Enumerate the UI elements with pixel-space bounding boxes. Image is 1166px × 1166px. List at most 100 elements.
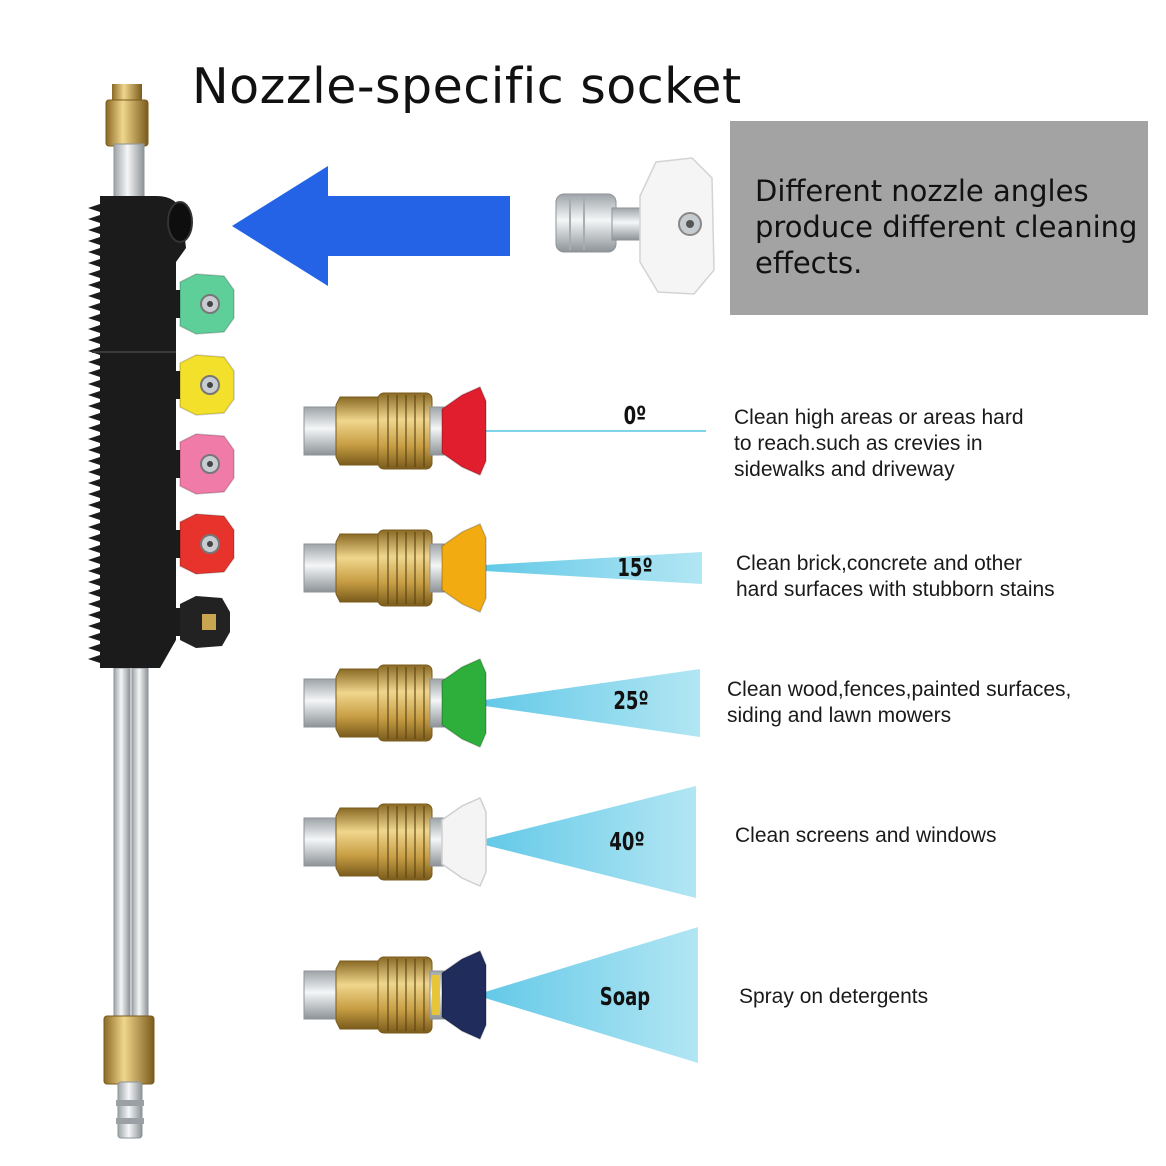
info-text: Different nozzle angles produce differen… [755, 173, 1140, 281]
nozzle-description-40: Clean screens and windows [735, 824, 997, 847]
holder-teeth [88, 204, 100, 663]
holder-tooth [88, 336, 100, 344]
info-line: effects. [755, 246, 863, 280]
nozzle-tip [441, 386, 487, 476]
holder-tooth [88, 622, 100, 630]
holder-tooth [88, 567, 100, 575]
info-line: Different nozzle angles [755, 174, 1089, 208]
holder-tooth [88, 600, 100, 608]
holder-tooth [88, 226, 100, 234]
lance-quick-plug [117, 1081, 143, 1139]
holder-tooth [88, 611, 100, 619]
featured-nozzle [555, 157, 715, 295]
spray-pattern [485, 927, 698, 1063]
holder-tip-hole [207, 541, 213, 547]
nozzle-row-4 [303, 927, 698, 1063]
spray-pattern [485, 552, 702, 584]
nozzle-row-0 [303, 386, 706, 476]
holder-tooth [88, 391, 100, 399]
holder-tooth [88, 259, 100, 267]
holder-tooth [88, 490, 100, 498]
holder-tooth [88, 204, 100, 212]
holder-tooth [88, 369, 100, 377]
angle-label-0: 0º [623, 401, 647, 430]
holder-tooth [88, 325, 100, 333]
holder-nozzle-tips [166, 273, 235, 648]
holder-tooth [88, 303, 100, 311]
nozzle-description-15: Clean brick,concrete and other hard surf… [736, 552, 1055, 601]
holder-tip-hole [207, 461, 213, 467]
holder-tip-soap-insert [202, 614, 216, 630]
holder-tooth [88, 655, 100, 663]
holder-tip-hole [207, 301, 213, 307]
angle-label-soap: Soap [599, 982, 651, 1011]
lance-lower-tube-left [113, 667, 131, 1021]
angle-label-15: 15º [617, 553, 653, 582]
insert-arrow [232, 166, 510, 286]
holder-tip-stem [166, 530, 182, 558]
holder-tooth [88, 270, 100, 278]
holder-tooth [88, 556, 100, 564]
lance-top-thread [112, 84, 142, 102]
holder-tooth [88, 644, 100, 652]
lance-bottom-fitting [103, 1015, 155, 1085]
nozzle-tip [441, 523, 487, 613]
angle-label-40: 40º [609, 827, 645, 856]
page-title: Nozzle-specific socket [192, 58, 742, 115]
spray-pattern [485, 669, 700, 737]
holder-tooth [88, 435, 100, 443]
holder-tooth [88, 545, 100, 553]
nozzle-holder [88, 196, 235, 668]
soap-seal [432, 975, 440, 1015]
brass-nut [335, 668, 385, 738]
lance-lower-tube-right [131, 667, 149, 1021]
holder-tip-stem [166, 450, 182, 478]
holder-tooth [88, 248, 100, 256]
holder-tooth [88, 589, 100, 597]
nozzle-rows [303, 386, 706, 1063]
lance-top-fitting [105, 99, 149, 147]
holder-tooth [88, 479, 100, 487]
holder-tooth [88, 281, 100, 289]
holder-tooth [88, 633, 100, 641]
featured-nozzle-coupler [555, 193, 617, 253]
angle-label-25: 25º [613, 686, 649, 715]
lance-upper-tube [113, 143, 145, 201]
spray-lance [103, 84, 155, 1139]
empty-socket [167, 201, 193, 243]
nozzle-tip [441, 950, 487, 1040]
info-line: produce different cleaning [755, 210, 1138, 244]
nozzle-row-2 [303, 658, 700, 748]
holder-tooth [88, 512, 100, 520]
holder-tooth [88, 292, 100, 300]
nozzle-description-0: Clean high areas or areas hard to reach.… [734, 406, 1024, 481]
brass-nut [335, 960, 385, 1030]
holder-tooth [88, 402, 100, 410]
holder-body [100, 196, 186, 668]
holder-tip-stem [166, 608, 182, 636]
brass-nut [335, 807, 385, 877]
holder-tooth [88, 578, 100, 586]
holder-tooth [88, 358, 100, 366]
holder-tooth [88, 380, 100, 388]
holder-tooth [88, 446, 100, 454]
spray-pattern [485, 786, 696, 898]
holder-tooth [88, 424, 100, 432]
nozzle-tip [441, 797, 487, 887]
holder-tooth [88, 314, 100, 322]
holder-tooth [88, 468, 100, 476]
featured-nozzle-tip [639, 157, 715, 295]
holder-tooth [88, 534, 100, 542]
holder-tooth [88, 501, 100, 509]
brass-nut [335, 533, 385, 603]
holder-tooth [88, 457, 100, 465]
nozzle-description-25: Clean wood,fences,painted surfaces, sidi… [727, 678, 1072, 727]
holder-tip-stem [166, 290, 182, 318]
holder-tooth [88, 237, 100, 245]
nozzle-description-soap: Spray on detergents [739, 985, 929, 1008]
holder-tooth [88, 215, 100, 223]
holder-tip-hole [207, 382, 213, 388]
info-box: Different nozzle angles produce differen… [730, 121, 1148, 315]
